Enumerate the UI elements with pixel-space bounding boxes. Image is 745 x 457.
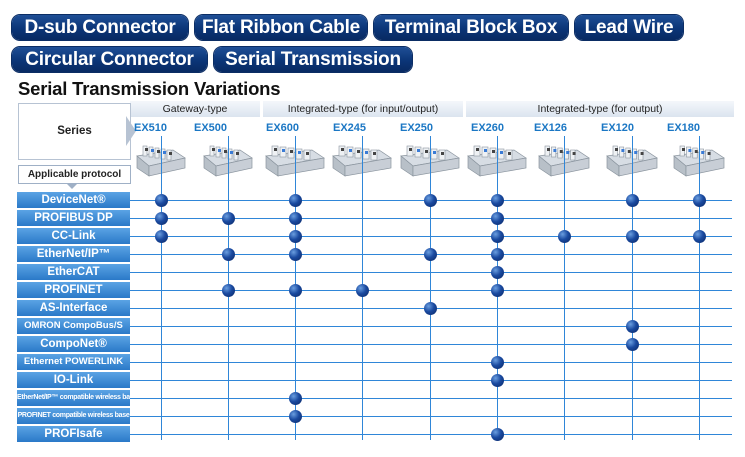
column-ex120[interactable]: EX120: [601, 122, 635, 134]
grid-hline: [130, 398, 732, 399]
protocol-row-label: AS-Interface: [17, 300, 130, 316]
supported-dot: [289, 248, 302, 261]
protocol-row-label: PROFINET compatible wireless base: [17, 408, 130, 424]
grid-hline: [130, 362, 732, 363]
supported-dot: [289, 392, 302, 405]
category-lead-wire[interactable]: Lead Wire: [575, 15, 683, 40]
supported-dot: [491, 266, 504, 279]
supported-dot: [491, 230, 504, 243]
grid-hline: [130, 326, 732, 327]
supported-dot: [289, 284, 302, 297]
protocol-row-label: DeviceNet®: [17, 192, 130, 208]
supported-dot: [222, 248, 235, 261]
series-arrow-icon: [126, 116, 136, 146]
supported-dot: [424, 302, 437, 315]
protocol-row-label: EtherNet/IP™: [17, 246, 130, 262]
column-ex510[interactable]: EX510: [134, 122, 168, 134]
supported-dot: [626, 338, 639, 351]
grid-hline: [130, 344, 732, 345]
column-ex126[interactable]: EX126: [534, 122, 568, 134]
column-ex245[interactable]: EX245: [333, 122, 367, 134]
category-circular[interactable]: Circular Connector: [12, 47, 207, 72]
grid-vline: [161, 136, 162, 440]
supported-dot: [155, 212, 168, 225]
grid-hline: [130, 218, 732, 219]
group-integrated-out: Integrated-type (for output): [466, 101, 734, 117]
supported-dot: [558, 230, 571, 243]
supported-dot: [289, 230, 302, 243]
protocol-row-label: CompoNet®: [17, 336, 130, 352]
down-arrow-icon: [66, 183, 78, 189]
page-title: Serial Transmission Variations: [18, 78, 281, 99]
protocol-row-label: CC-Link: [17, 228, 130, 244]
protocol-row-label: PROFINET: [17, 282, 130, 298]
grid-hline: [130, 290, 732, 291]
grid-vline: [430, 136, 431, 440]
protocol-header: Applicable protocol: [18, 165, 131, 184]
supported-dot: [155, 194, 168, 207]
supported-dot: [626, 230, 639, 243]
supported-dot: [222, 284, 235, 297]
grid-vline: [564, 136, 565, 440]
column-ex500[interactable]: EX500: [194, 122, 228, 134]
grid-hline: [130, 434, 732, 435]
supported-dot: [693, 230, 706, 243]
supported-dot: [289, 410, 302, 423]
supported-dot: [693, 194, 706, 207]
column-ex600[interactable]: EX600: [266, 122, 300, 134]
column-ex250[interactable]: EX250: [400, 122, 434, 134]
protocol-row-label: Ethernet POWERLINK: [17, 354, 130, 370]
group-integrated-io: Integrated-type (for input/output): [263, 101, 463, 117]
supported-dot: [626, 320, 639, 333]
supported-dot: [356, 284, 369, 297]
protocol-row-label: PROFIBUS DP: [17, 210, 130, 226]
category-flat-ribbon[interactable]: Flat Ribbon Cable: [195, 15, 367, 40]
supported-dot: [491, 248, 504, 261]
supported-dot: [155, 230, 168, 243]
supported-dot: [222, 212, 235, 225]
grid-hline: [130, 236, 732, 237]
grid-hline: [130, 272, 732, 273]
protocol-row-label: IO-Link: [17, 372, 130, 388]
supported-dot: [491, 284, 504, 297]
supported-dot: [491, 374, 504, 387]
grid-hline: [130, 380, 732, 381]
column-ex180[interactable]: EX180: [667, 122, 701, 134]
category-terminal-block[interactable]: Terminal Block Box: [374, 15, 568, 40]
supported-dot: [491, 428, 504, 441]
grid-vline: [699, 136, 700, 440]
supported-dot: [491, 194, 504, 207]
grid-hline: [130, 416, 732, 417]
category-serial[interactable]: Serial Transmission: [214, 47, 412, 72]
protocol-row-label: EtherNet/IP™ compatible wireless base: [17, 390, 130, 406]
protocol-row-label: OMRON CompoBus/S: [17, 318, 130, 334]
protocol-row-label: EtherCAT: [17, 264, 130, 280]
supported-dot: [289, 194, 302, 207]
supported-dot: [289, 212, 302, 225]
supported-dot: [491, 356, 504, 369]
series-header: Series: [18, 103, 131, 160]
supported-dot: [626, 194, 639, 207]
group-gateway: Gateway-type: [130, 101, 260, 117]
supported-dot: [424, 194, 437, 207]
category-dsub[interactable]: D-sub Connector: [12, 15, 188, 40]
supported-dot: [491, 212, 504, 225]
grid-vline: [632, 136, 633, 440]
column-ex260[interactable]: EX260: [471, 122, 505, 134]
protocol-row-label: PROFIsafe: [17, 426, 130, 442]
supported-dot: [424, 248, 437, 261]
